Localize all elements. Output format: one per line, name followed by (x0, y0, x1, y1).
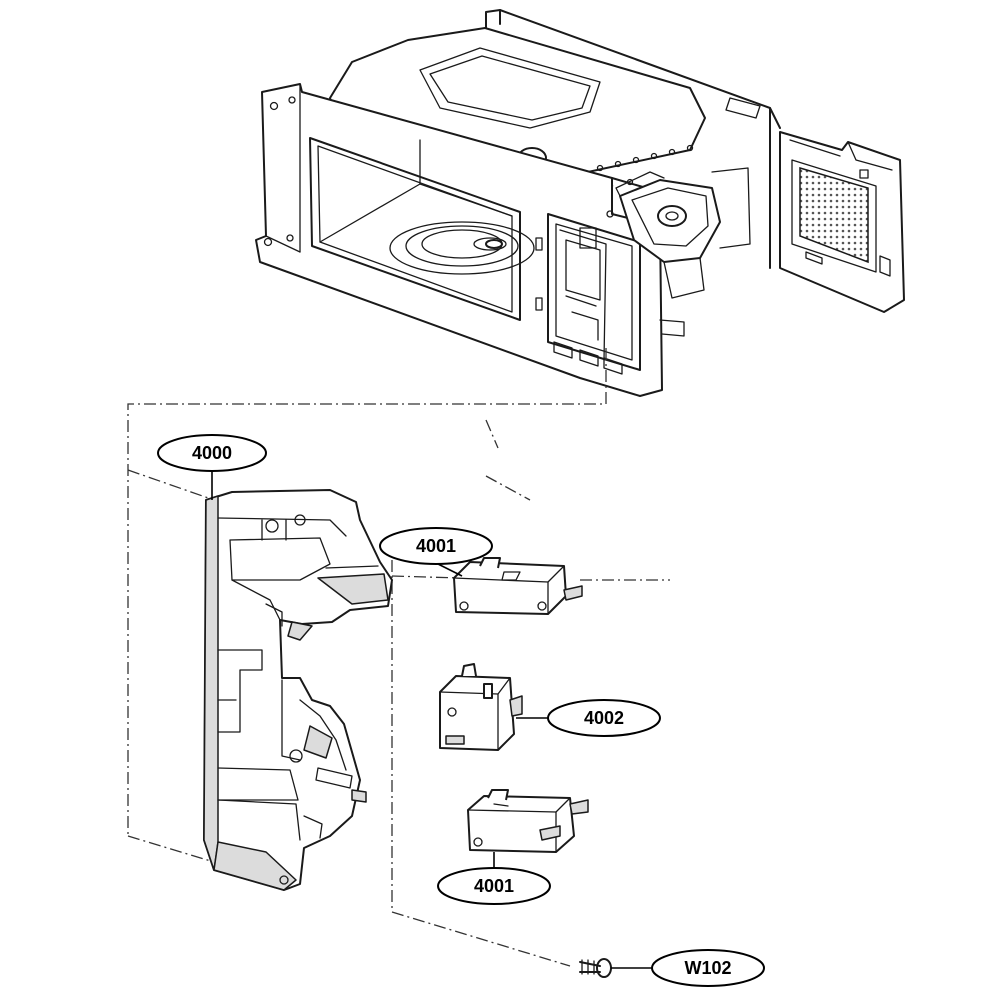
microwave-chassis (255, 9, 905, 397)
turntable (389, 221, 535, 275)
motor-assembly (615, 167, 751, 299)
callout-4001-bottom: 4001 (437, 852, 551, 905)
microswitch-4001-top (453, 557, 583, 615)
callout-4001-top: 4001 (379, 527, 493, 577)
interlock-bracket-4000 (203, 489, 393, 891)
back-panel (779, 131, 905, 313)
callout-w102-label: W102 (684, 958, 731, 978)
callout-4002: 4002 (516, 699, 661, 737)
callout-w102: W102 (611, 949, 765, 987)
callout-4001-top-label: 4001 (416, 536, 456, 556)
microswitch-4001-bottom (467, 789, 589, 853)
callout-4000-label: 4000 (192, 443, 232, 463)
callout-4002-label: 4002 (584, 708, 624, 728)
screw-w102 (579, 958, 612, 978)
alignment-guides (127, 348, 670, 967)
microswitch-4002 (439, 663, 523, 751)
callout-4000: 4000 (157, 434, 267, 500)
callout-4001-bottom-label: 4001 (474, 876, 514, 896)
